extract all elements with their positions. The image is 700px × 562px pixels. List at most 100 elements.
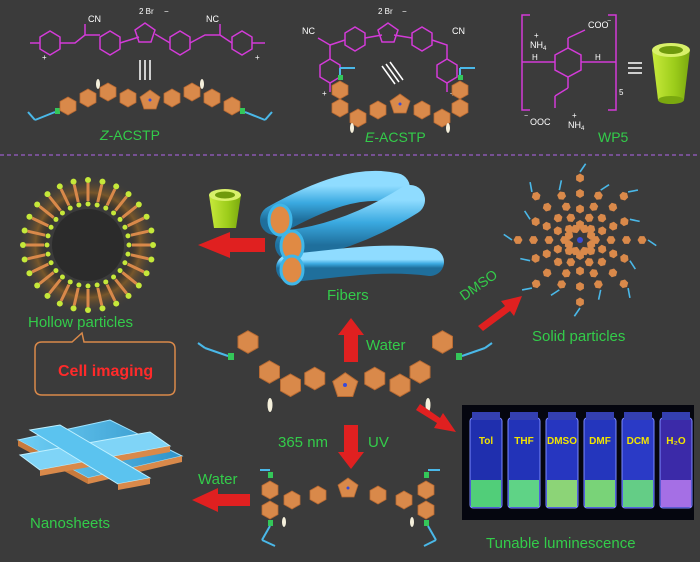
solid-unit — [553, 257, 563, 267]
vial-cap — [548, 412, 576, 420]
ring-cup-outer — [135, 201, 142, 208]
ring-cup-inner — [48, 224, 54, 230]
vial: DCM — [621, 412, 655, 509]
e-acstp-structure — [317, 22, 458, 92]
e-acstp-rest: -ACSTP — [374, 129, 425, 145]
vial-cap — [472, 412, 500, 420]
nh4-top-sub: 4 — [543, 46, 547, 52]
solid-tail — [629, 260, 637, 270]
ring-unit — [48, 278, 62, 295]
water-up-label: Water — [366, 337, 405, 354]
ring-cup-outer — [143, 270, 150, 277]
ring-cup-outer — [99, 305, 106, 312]
wp5-cup-icon — [652, 43, 690, 104]
ring-cup-outer — [150, 242, 156, 248]
ring-cup-outer — [148, 227, 155, 234]
ring-cup-inner — [126, 242, 132, 248]
nh4-charge-bottom: + — [572, 111, 577, 120]
fibers-illustration — [260, 170, 444, 286]
solid-unit — [564, 230, 574, 240]
ring-unit — [130, 253, 149, 261]
cn-label-1: CN — [88, 14, 101, 24]
solid-tail — [520, 257, 531, 262]
vial-liquid — [585, 480, 615, 507]
uv-nm-label: 365 nm — [278, 434, 328, 451]
ring-cup-outer — [99, 178, 106, 185]
solid-unit — [608, 268, 618, 278]
solid-unit — [513, 236, 523, 244]
solid-unit — [553, 244, 562, 254]
solid-unit — [564, 246, 574, 256]
solid-unit — [584, 258, 594, 267]
ring-unit — [59, 283, 71, 302]
ring-cup-inner — [122, 260, 128, 266]
solid-unit — [620, 253, 629, 263]
nanosheets-illustration — [16, 419, 184, 490]
cn-label-2: CN — [452, 26, 465, 36]
solid-unit — [542, 249, 551, 259]
ring-cup-outer — [70, 305, 77, 312]
solid-unit — [576, 189, 584, 198]
ring-unit — [126, 216, 145, 228]
nc-label-1: NC — [206, 14, 219, 24]
ring-cup-inner — [111, 210, 117, 216]
solid-unit — [606, 236, 616, 244]
solid-unit — [531, 191, 541, 201]
solid-unit — [576, 266, 584, 276]
ooc-label: OOC — [530, 117, 551, 127]
solid-unit — [589, 269, 599, 278]
solid-unit — [557, 280, 567, 289]
ring-unit — [59, 188, 71, 207]
water-left-label: Water — [198, 471, 237, 488]
ooc-charge: − — [524, 113, 528, 120]
solid-unit — [608, 202, 618, 212]
solid-unit — [542, 221, 551, 231]
solid-unit — [609, 249, 618, 259]
ring-cup-inner — [85, 283, 91, 289]
nh4-label-bottom: NH4 — [568, 120, 585, 132]
ring-cup-inner — [94, 202, 100, 208]
ring-cup-outer — [125, 292, 132, 299]
solid-tail — [558, 180, 563, 191]
solid-unit — [586, 224, 596, 234]
vial: THF — [507, 412, 541, 509]
solid-unit — [609, 221, 618, 231]
vial-label: DMF — [589, 436, 611, 447]
solid-unit — [580, 224, 590, 234]
ring-unit — [31, 262, 50, 274]
solid-unit — [620, 217, 629, 227]
equiv-sign-e — [381, 61, 404, 85]
nh4-top-text: NH — [530, 40, 543, 50]
cation-left-z: + — [42, 53, 47, 62]
solid-tail — [550, 289, 560, 297]
ring-unit — [27, 253, 46, 261]
solid-unit — [564, 224, 574, 234]
ring-unit — [114, 278, 128, 295]
solid-unit — [598, 244, 607, 254]
ring-cup-outer — [44, 191, 51, 198]
ring-unit — [114, 195, 128, 212]
solid-core — [577, 237, 583, 243]
ring-cup-outer — [143, 213, 150, 220]
tunable-luminescence-label: Tunable luminescence — [486, 535, 636, 552]
equiv-sign-z — [139, 60, 151, 80]
ring-unit — [31, 216, 50, 228]
ring-cup-inner — [53, 216, 59, 222]
arrow-to-luminescence — [416, 404, 456, 432]
z-acstp-italic: Z — [99, 127, 109, 143]
solid-tail — [503, 233, 513, 241]
nc-label-2: NC — [302, 26, 315, 36]
ring-cup-inner — [125, 233, 131, 239]
solid-tail — [647, 239, 657, 247]
ring-cup-inner — [117, 216, 123, 222]
wp5-structure — [521, 14, 617, 111]
solid-unit — [597, 213, 607, 223]
vial-cap — [586, 412, 614, 420]
solid-particles-label: Solid particles — [532, 328, 625, 345]
solid-unit — [553, 213, 563, 223]
ring-cup-inner — [125, 251, 131, 257]
solid-unit — [589, 202, 599, 211]
hollow-particles-label: Hollow particles — [28, 314, 133, 331]
